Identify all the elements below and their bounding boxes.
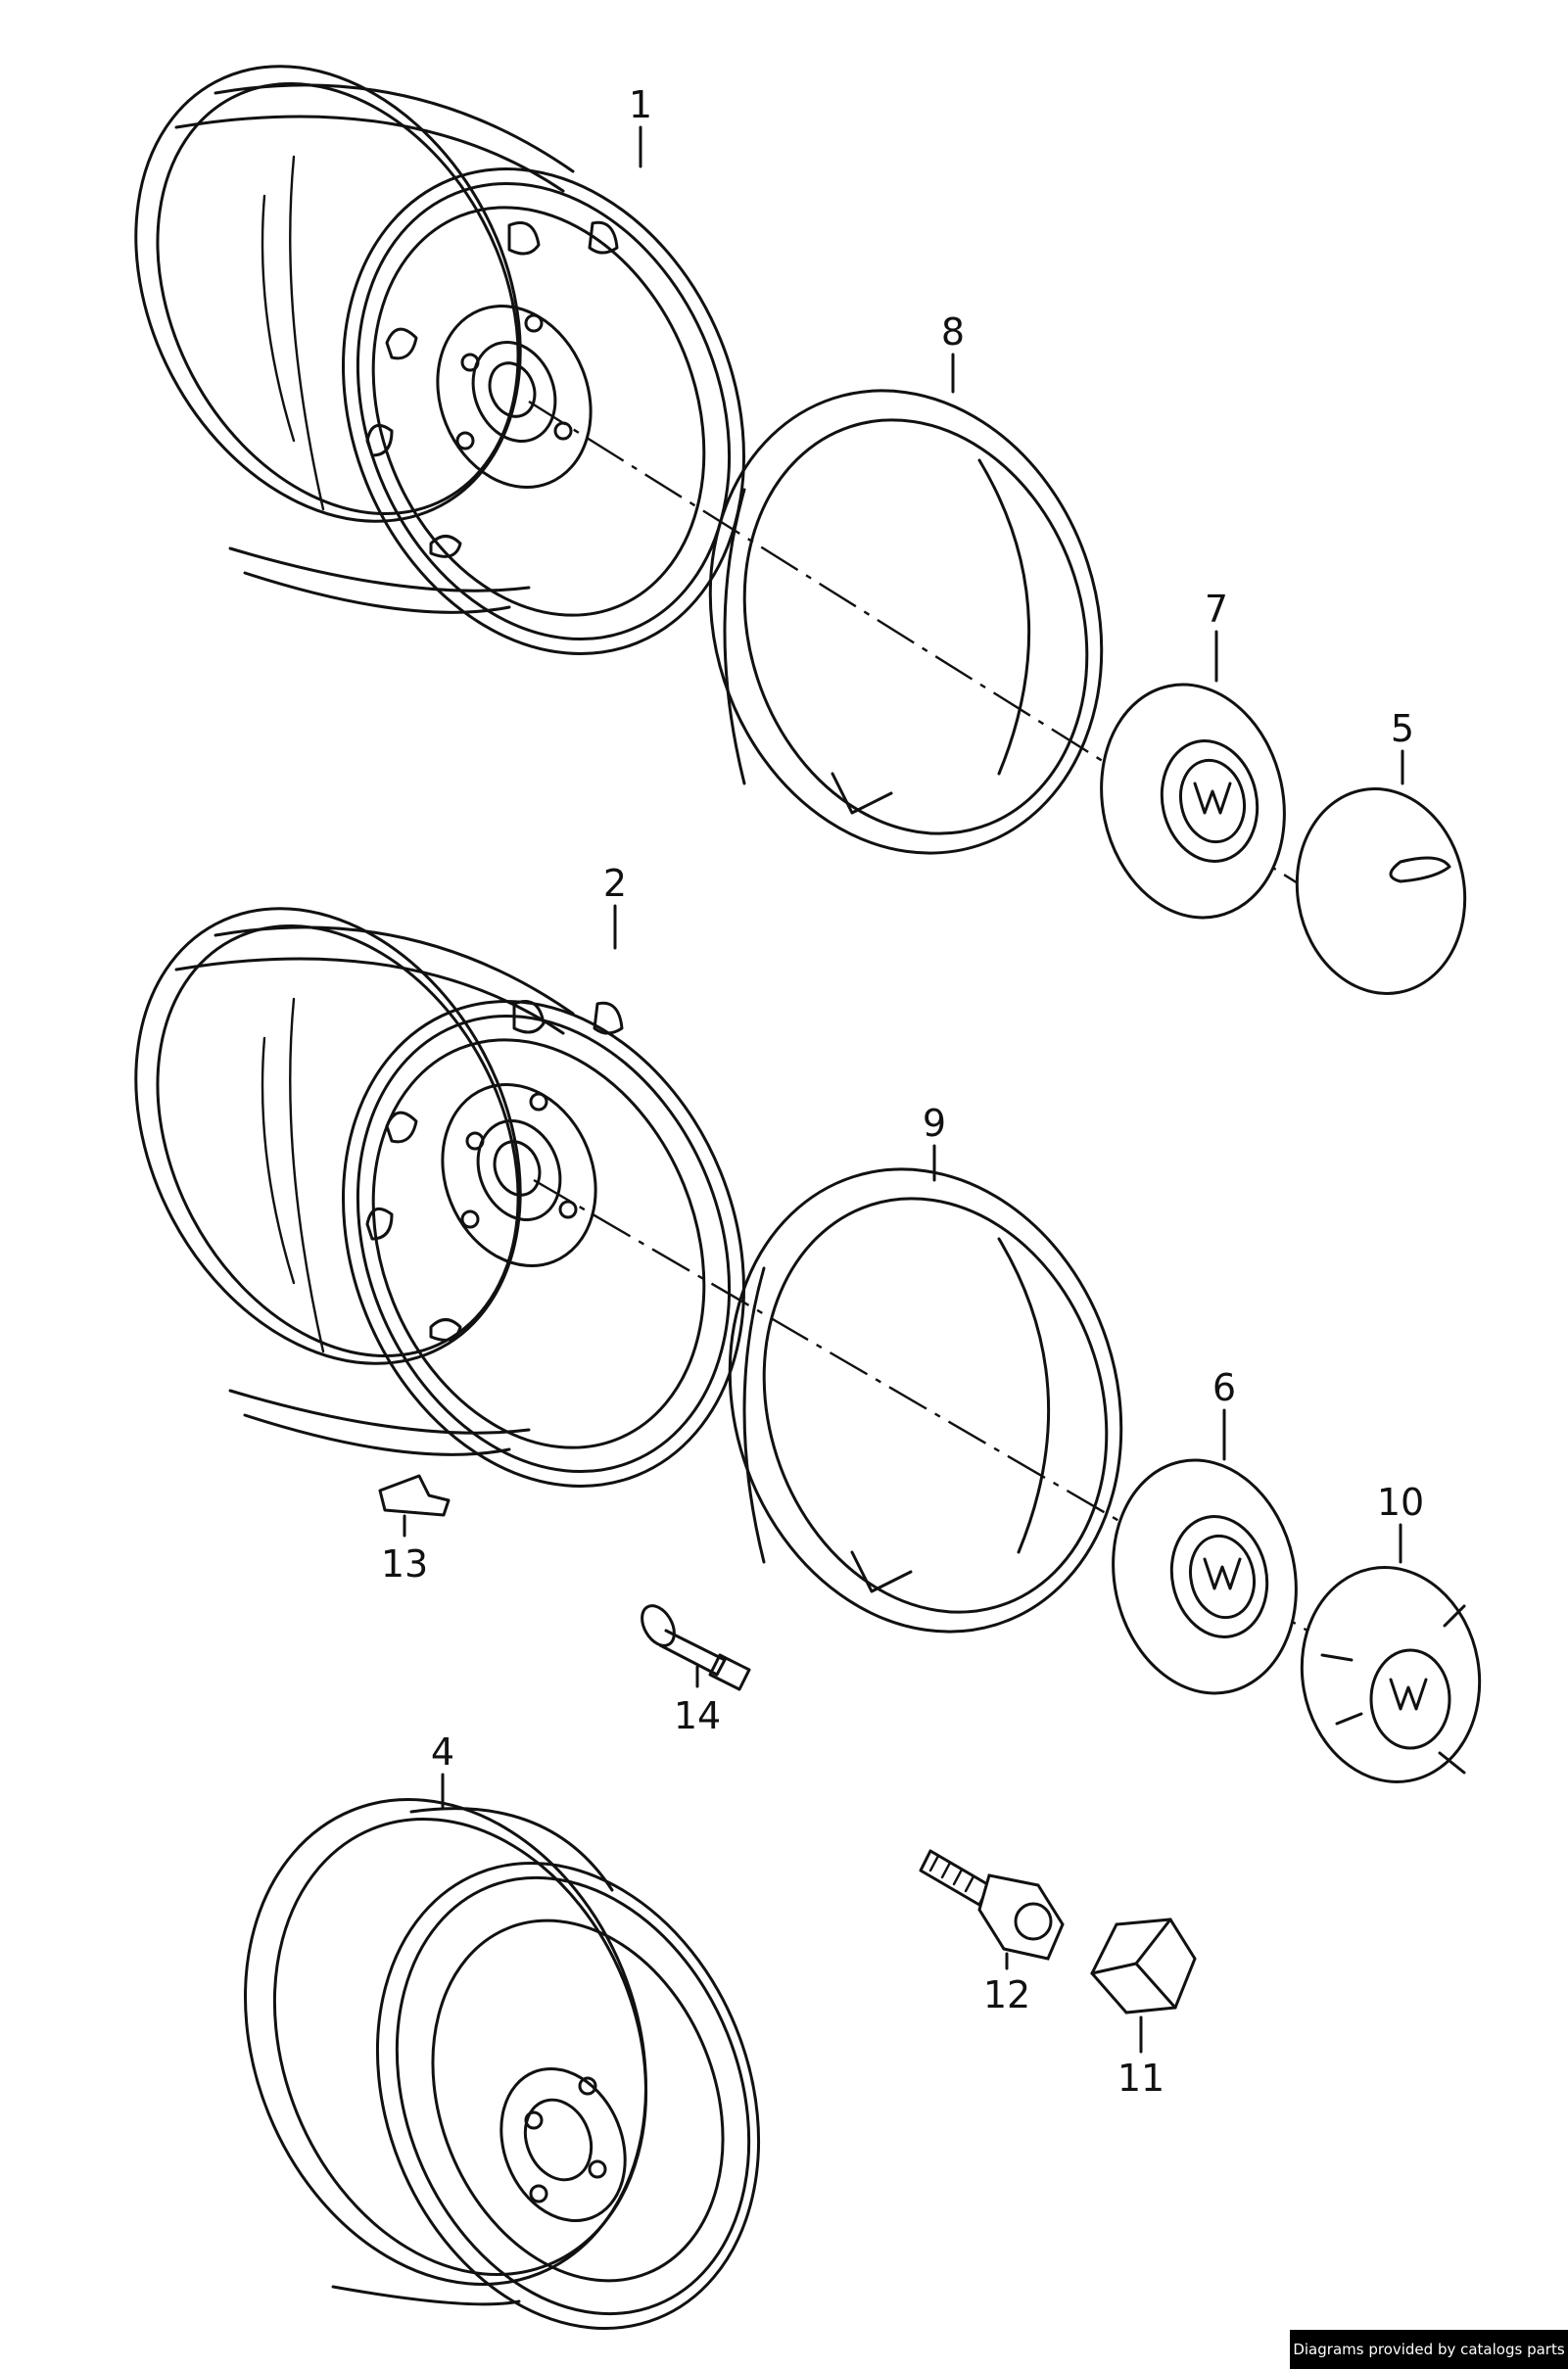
svg-text:13: 13 — [381, 1542, 428, 1586]
callout-9: 9 — [923, 1102, 946, 1182]
svg-text:6: 6 — [1212, 1366, 1236, 1409]
part-13-balance-weight[interactable] — [378, 1474, 451, 1517]
callout-10: 10 — [1377, 1481, 1424, 1564]
callout-12: 12 — [983, 1952, 1030, 2016]
callout-8: 8 — [941, 310, 965, 394]
svg-text:2: 2 — [603, 862, 627, 905]
part-11-wheel-nut[interactable] — [1090, 1918, 1197, 2014]
callout-7: 7 — [1205, 588, 1228, 683]
callout-1: 1 — [629, 83, 652, 168]
callout-2: 2 — [603, 862, 627, 950]
svg-text:4: 4 — [431, 1730, 454, 1774]
svg-text:1: 1 — [629, 83, 652, 126]
svg-text:5: 5 — [1391, 707, 1414, 750]
assembly-axis-line — [533, 1178, 1308, 1633]
svg-text:10: 10 — [1377, 1481, 1424, 1524]
credit-banner: Diagrams provided by catalogs parts — [1290, 2330, 1568, 2369]
callout-14: 14 — [674, 1665, 721, 1737]
svg-text:7: 7 — [1205, 588, 1228, 631]
part-6-hub-cap[interactable] — [1092, 1443, 1317, 1710]
callout-6: 6 — [1212, 1366, 1236, 1461]
part-14-tire-valve[interactable] — [636, 1600, 751, 1691]
svg-text:14: 14 — [674, 1694, 721, 1737]
part-4-spare-wheel[interactable] — [175, 1739, 827, 2369]
callout-5: 5 — [1391, 707, 1414, 785]
part-12-wheel-bolt[interactable] — [919, 1849, 1065, 1961]
callout-11: 11 — [1117, 2015, 1164, 2100]
svg-text:9: 9 — [923, 1102, 946, 1145]
svg-text:8: 8 — [941, 310, 965, 354]
callout-13: 13 — [381, 1514, 428, 1586]
part-2-steel-wheel[interactable] — [60, 841, 814, 1546]
part-8-trim-ring[interactable] — [651, 339, 1160, 904]
callout-4: 4 — [431, 1730, 454, 1809]
part-1-steel-wheel[interactable] — [60, 0, 814, 714]
svg-text:12: 12 — [983, 1973, 1030, 2016]
part-5-center-cap[interactable] — [1281, 776, 1481, 1007]
svg-text:11: 11 — [1117, 2057, 1164, 2100]
part-7-hub-cap[interactable] — [1080, 667, 1306, 934]
part-9-trim-ring[interactable] — [671, 1117, 1179, 1682]
part-10-center-cap[interactable] — [1285, 1553, 1496, 1796]
